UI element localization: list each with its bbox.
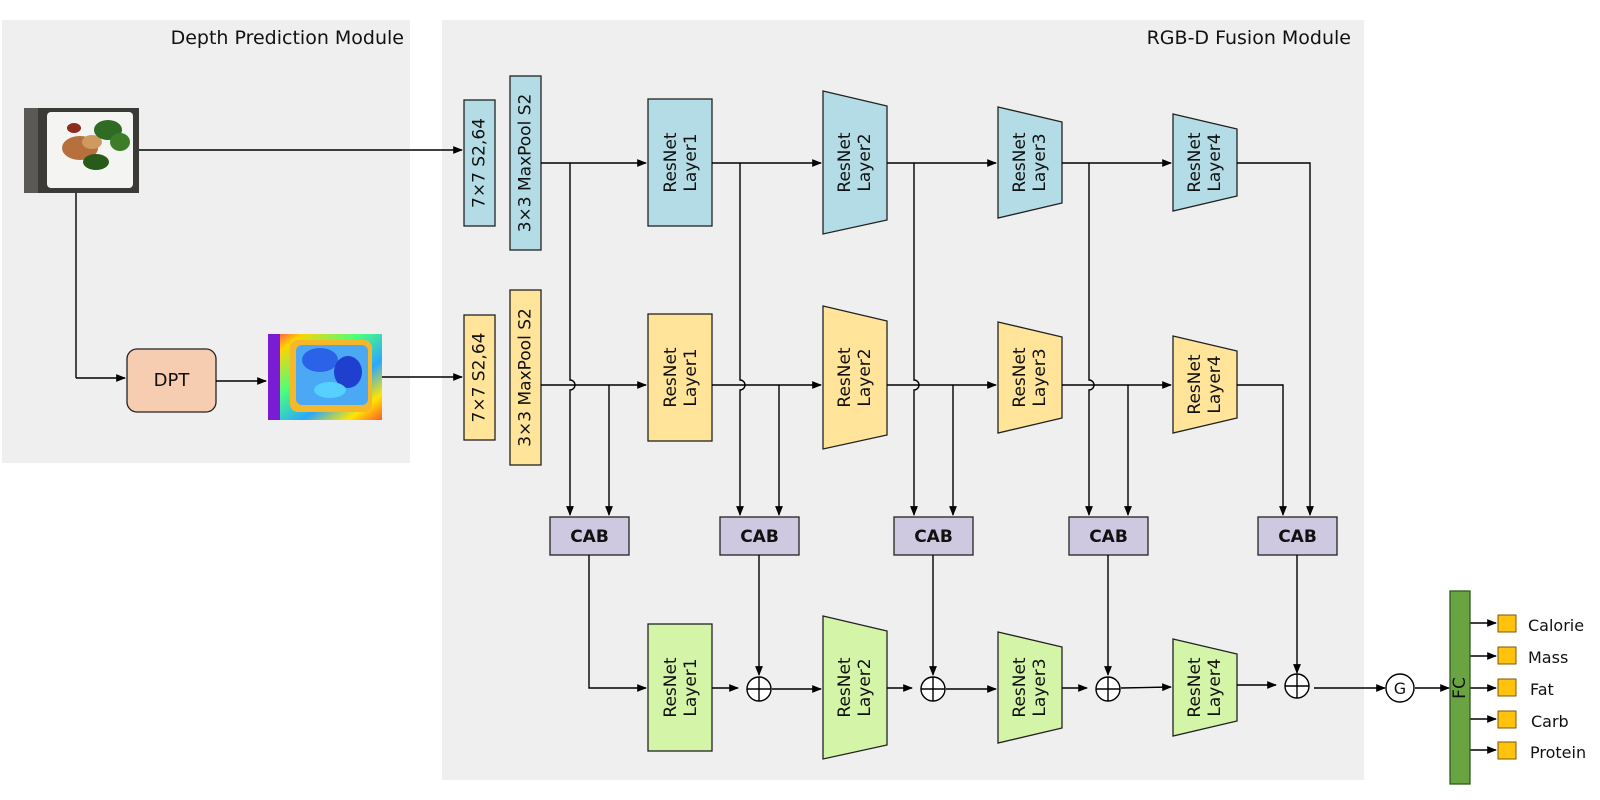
fusion-resnet-layer3 (997, 631, 1063, 744)
dpt-label: DPT (154, 370, 191, 391)
depth-maxpool-block (509, 289, 542, 466)
fc-label: FC (1450, 677, 1470, 699)
cab-block-2 (719, 516, 800, 556)
depth-resnet-layer3 (997, 321, 1063, 434)
depth-layer1-line1: ResNet (661, 347, 681, 408)
rgb-conv-label: 7×7 S2,64 (470, 118, 490, 208)
cab-label-2: CAB (740, 527, 779, 547)
connections (75, 146, 1497, 754)
gate-label: G (1394, 679, 1406, 698)
depth-resnet-layer2 (822, 305, 888, 450)
depth-resnet-layer4 (1172, 335, 1238, 434)
rgb-layer3-line1: ResNet (1010, 132, 1030, 193)
add-node-2 (920, 676, 946, 702)
add-node-3 (1095, 676, 1121, 702)
depth-prediction-title: Depth Prediction Module (171, 27, 404, 49)
depth-layer4-line2: Layer4 (1205, 355, 1225, 413)
depth-conv-label: 7×7 S2,64 (470, 333, 490, 423)
depth-map-image (268, 334, 382, 420)
cab-label-5: CAB (1278, 527, 1317, 547)
output-box-carb (1497, 710, 1517, 729)
output-label-fat: Fat (1530, 680, 1554, 699)
fusion-layer3-line1: ResNet (1010, 657, 1030, 718)
rgb-layer2-line1: ResNet (835, 132, 855, 193)
output-label-carb: Carb (1531, 712, 1569, 731)
output-label-calorie: Calorie (1528, 616, 1584, 635)
depth-layer4-line1: ResNet (1185, 354, 1205, 415)
rgb-maxpool-block (509, 75, 542, 251)
rgb-layer1-line1: ResNet (661, 132, 681, 193)
output-label-mass: Mass (1528, 648, 1568, 667)
rgb-layer4-line1: ResNet (1185, 132, 1205, 193)
rgbd-fusion-title: RGB-D Fusion Module (1147, 27, 1351, 49)
rgb-resnet-layer2 (822, 90, 888, 235)
depth-layer3-line2: Layer3 (1030, 348, 1050, 406)
rgb-layer4-line2: Layer4 (1205, 133, 1225, 191)
output-label-protein: Protein (1530, 743, 1586, 762)
fusion-resnet-layer1 (647, 623, 713, 752)
rgb-resnet-layer3 (997, 106, 1063, 219)
rgb-resnet-layer4 (1172, 113, 1238, 212)
output-box-calorie (1497, 614, 1517, 633)
rgb-layer3-line2: Layer3 (1030, 133, 1050, 191)
cab-block-1 (549, 516, 630, 556)
add-node-1 (746, 676, 772, 702)
rgb-input-image (24, 108, 139, 193)
depth-conv-block (463, 314, 496, 441)
fusion-layer1-line1: ResNet (661, 657, 681, 718)
cab-block-5 (1257, 516, 1338, 556)
fusion-resnet-layer2 (822, 615, 888, 760)
gate-node (1385, 673, 1415, 703)
fusion-layer2-line1: ResNet (835, 657, 855, 718)
cab-label-1: CAB (570, 527, 609, 547)
fusion-layer4-line2: Layer4 (1205, 658, 1225, 716)
cab-label-4: CAB (1089, 527, 1128, 547)
depth-layer1-line2: Layer1 (681, 348, 701, 406)
depth-maxpool-label: 3×3 MaxPool S2 (516, 308, 536, 447)
add-node-4 (1284, 673, 1310, 699)
rgb-maxpool-label: 3×3 MaxPool S2 (516, 94, 536, 233)
fusion-layer3-line2: Layer3 (1030, 658, 1050, 716)
depth-resnet-layer1 (647, 313, 713, 442)
rgb-conv-block (463, 99, 496, 227)
depth-layer3-line1: ResNet (1010, 347, 1030, 408)
output-box-fat (1497, 678, 1517, 697)
fusion-layer4-line1: ResNet (1185, 657, 1205, 718)
fusion-resnet-layer4 (1172, 638, 1238, 737)
depth-layer2-line1: ResNet (835, 347, 855, 408)
cab-block-3 (893, 516, 974, 556)
rgb-layer1-line2: Layer1 (681, 133, 701, 191)
output-box-protein (1497, 741, 1517, 760)
cab-label-3: CAB (914, 527, 953, 547)
cab-block-4 (1068, 516, 1149, 556)
fusion-layer2-line2: Layer2 (855, 658, 875, 716)
rgb-layer2-line2: Layer2 (855, 133, 875, 191)
output-box-mass (1497, 646, 1517, 665)
depth-layer2-line2: Layer2 (855, 348, 875, 406)
fc-layer (1449, 590, 1471, 785)
fusion-layer1-line2: Layer1 (681, 658, 701, 716)
